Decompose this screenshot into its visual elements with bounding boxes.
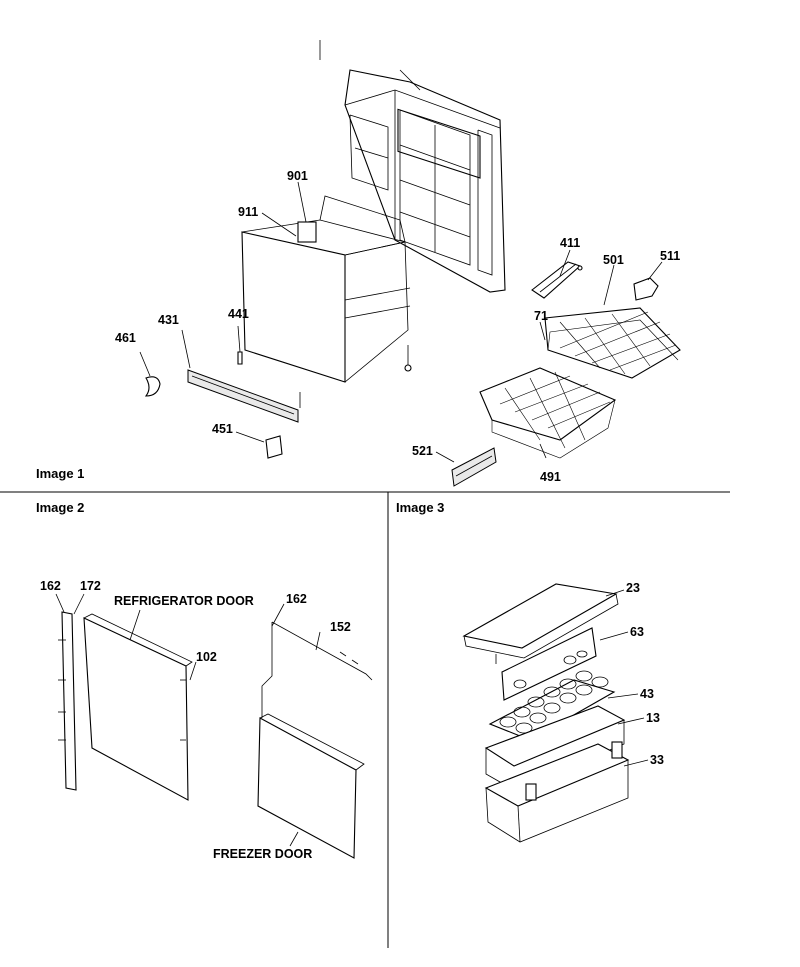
image-1-panel: 901 911 411 501 511 71 441 431 461 451 5… bbox=[36, 40, 681, 487]
freezer-door-drawing bbox=[257, 621, 373, 859]
image-2-callouts: 162 172 102 162 152 REFRIGERATOR DOOR FR… bbox=[40, 579, 351, 861]
callout-162-right: 162 bbox=[286, 592, 307, 606]
callout-152: 152 bbox=[330, 620, 351, 634]
cover-23-drawing bbox=[462, 583, 619, 664]
callout-23: 23 bbox=[626, 581, 640, 595]
image-1-callouts: 901 911 411 501 511 71 441 431 461 451 5… bbox=[115, 169, 680, 484]
image-2-caption: Image 2 bbox=[36, 500, 84, 515]
callout-172: 172 bbox=[80, 579, 101, 593]
refrigerator-door-drawing bbox=[83, 613, 193, 801]
callout-501: 501 bbox=[603, 253, 624, 267]
handle-trim-431-drawing bbox=[187, 369, 299, 423]
clip-511-drawing bbox=[633, 277, 659, 301]
callout-451: 451 bbox=[212, 422, 233, 436]
image-3-caption: Image 3 bbox=[396, 500, 444, 515]
callout-411: 411 bbox=[560, 236, 580, 250]
freezer-drawer-drawing bbox=[241, 195, 412, 408]
end-cap-451-drawing bbox=[265, 435, 283, 459]
callout-521: 521 bbox=[412, 444, 433, 458]
label-refrigerator-door: REFRIGERATOR DOOR bbox=[114, 594, 254, 608]
callout-71: 71 bbox=[534, 309, 548, 323]
callout-33: 33 bbox=[650, 753, 664, 767]
callout-511: 511 bbox=[660, 249, 680, 263]
upper-basket-501-drawing bbox=[544, 307, 681, 379]
basket-handle-521-drawing bbox=[451, 447, 497, 487]
callout-43: 43 bbox=[640, 687, 654, 701]
image-3-callouts: 23 63 43 13 33 bbox=[626, 581, 664, 767]
gasket-strip-drawing bbox=[58, 611, 77, 791]
bin-33-drawing bbox=[484, 741, 630, 843]
callout-491: 491 bbox=[540, 470, 561, 484]
image-2-panel: Image 2 bbox=[36, 500, 373, 861]
lower-basket-491-drawing bbox=[479, 367, 617, 459]
callout-63: 63 bbox=[630, 625, 644, 639]
callout-13: 13 bbox=[646, 711, 660, 725]
callout-431: 431 bbox=[158, 313, 179, 327]
bracket-411-drawing bbox=[531, 261, 583, 299]
callout-911: 911 bbox=[238, 205, 258, 219]
label-freezer-door: FREEZER DOOR bbox=[213, 847, 312, 861]
image-3-panel: Image 3 bbox=[396, 500, 664, 843]
refrigerator-cabinet-drawing bbox=[319, 40, 506, 293]
callout-162-left: 162 bbox=[40, 579, 61, 593]
clip-441-drawing bbox=[237, 351, 243, 365]
egg-tray-43-drawing bbox=[488, 670, 616, 741]
image-3-leader-lines bbox=[599, 589, 649, 767]
callout-441: 441 bbox=[228, 307, 249, 321]
end-cap-461-drawing bbox=[144, 376, 161, 397]
image-1-caption: Image 1 bbox=[36, 466, 84, 481]
callout-461: 461 bbox=[115, 331, 136, 345]
holder-63-drawing bbox=[501, 627, 597, 701]
image-2-leader-lines bbox=[55, 593, 321, 847]
callout-102: 102 bbox=[196, 650, 217, 664]
image-1-leader-lines bbox=[139, 181, 663, 463]
callout-901: 901 bbox=[287, 169, 308, 183]
